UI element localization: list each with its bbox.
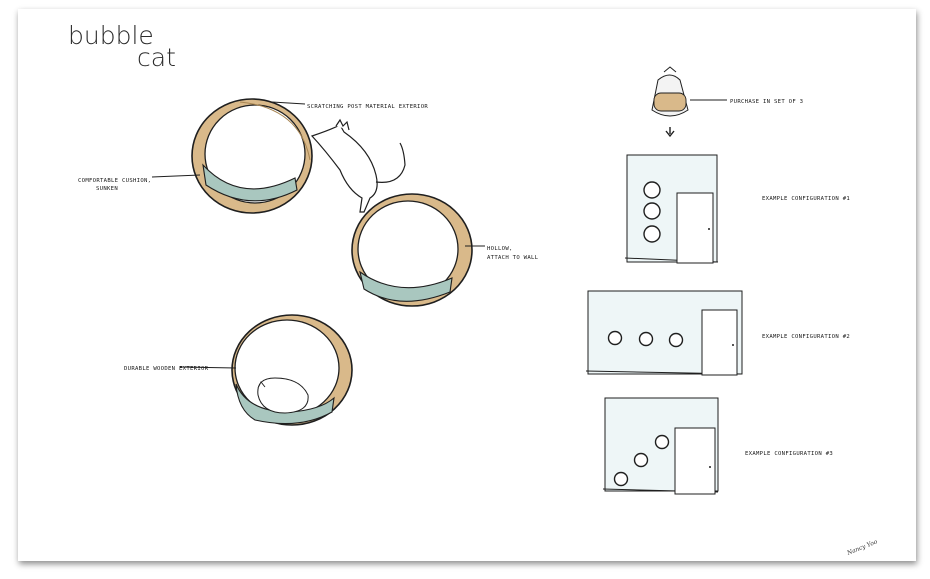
label-hollow-1: HOLLOW, <box>487 246 513 252</box>
artist-signature: Nancy Yoo <box>845 538 879 557</box>
logo-line-2: cat <box>137 43 176 72</box>
label-config-3: EXAMPLE CONFIGURATION #3 <box>745 451 833 457</box>
bubble-cat-logo: bubble cat <box>68 21 176 72</box>
label-purchase: PURCHASE IN SET OF 3 <box>730 99 803 105</box>
label-hollow-2: ATTACH TO WALL <box>487 255 539 261</box>
label-cushion-1: COMFORTABLE CUSHION, <box>78 178 151 184</box>
package-bag-icon <box>652 67 688 116</box>
door <box>702 310 737 375</box>
bubble-bed-middle <box>352 194 472 306</box>
arrow-down-icon <box>666 127 674 136</box>
label-config-2: EXAMPLE CONFIGURATION #2 <box>762 334 850 340</box>
label-config-1: EXAMPLE CONFIGURATION #1 <box>762 196 850 202</box>
label-durable: DURABLE WOODEN EXTERIOR <box>124 366 209 372</box>
label-cushion-2: SUNKEN <box>96 186 118 192</box>
door <box>677 193 713 263</box>
bubble-bed-top <box>192 99 312 213</box>
configuration-1 <box>625 155 718 263</box>
bubble-bed-bottom <box>232 315 352 425</box>
configuration-2 <box>586 291 742 375</box>
door <box>675 428 715 494</box>
configuration-3 <box>603 398 718 494</box>
label-scratching-post: SCRATCHING POST MATERIAL EXTERIOR <box>307 104 428 110</box>
